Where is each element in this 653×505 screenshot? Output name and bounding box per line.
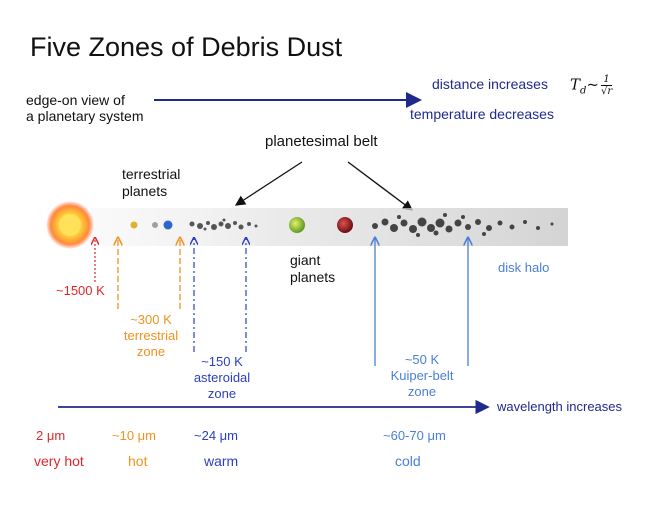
zone-asteroidal-line-2: zone <box>207 386 237 401</box>
view-label-line-2: a planetary system <box>26 108 144 124</box>
formula-op: ~ <box>586 75 599 94</box>
heat-cold: cold <box>395 453 421 469</box>
giant-planets-label: giant planets <box>290 252 335 286</box>
distance-label: distance increases <box>432 76 548 92</box>
terrestrial-planets-line-1: terrestrial <box>122 166 181 182</box>
zone-terrestrial-line-1: terrestrial <box>123 328 179 343</box>
heat-hot: hot <box>128 453 148 469</box>
terrestrial-planets-line-2: planets <box>122 183 168 199</box>
wavelength-warm: ~24 μm <box>194 428 238 443</box>
zone-kuiper: ~50 K Kuiper-belt zone <box>380 352 464 400</box>
zone-kuiper-temp: ~50 K <box>404 352 440 367</box>
formula-den: √r <box>601 86 613 97</box>
view-label-line-1: edge-on view of <box>26 92 125 108</box>
heat-very-hot: very hot <box>34 453 84 469</box>
formula-sub: d <box>580 85 587 97</box>
heat-warm: warm <box>204 453 239 469</box>
page-title: Five Zones of Debris Dust <box>30 32 343 62</box>
view-label: edge-on view of a planetary system <box>26 92 144 124</box>
formula-lhs: T <box>570 75 581 94</box>
disk-halo-label: disk halo <box>498 260 550 275</box>
disk-band <box>90 208 568 246</box>
wavelength-cold: ~60-70 μm <box>383 428 446 443</box>
giant-planets-line-1: giant <box>290 252 321 268</box>
giant-planet-green <box>289 217 305 233</box>
zone-terrestrial-line-2: zone <box>136 344 166 359</box>
asteroid-dust <box>189 218 258 231</box>
planet-1 <box>130 221 138 229</box>
terrestrial-planets-label: terrestrial planets <box>122 166 180 200</box>
wavelength-hot: ~10 μm <box>112 428 156 443</box>
planet-2 <box>152 222 158 228</box>
planetesimal-belt-label: planetesimal belt <box>265 133 378 150</box>
formula-num: 1 <box>601 74 613 86</box>
giant-planets-line-2: planets <box>290 269 336 285</box>
zone-terrestrial-temp: ~300 K <box>130 312 172 327</box>
giant-planet-red <box>337 217 353 233</box>
zone-1500k-temp: ~1500 K <box>56 283 105 298</box>
wavelength-label: wavelength increases <box>497 399 623 414</box>
zone-terrestrial: ~300 K terrestrial zone <box>112 312 190 360</box>
kuiper-dust <box>372 213 554 237</box>
planet-3 <box>163 220 173 230</box>
zone-kuiper-line-2: zone <box>407 384 437 399</box>
zone-kuiper-line-1: Kuiper-belt <box>390 368 454 383</box>
zone-asteroidal-line-1: asteroidal <box>193 370 251 385</box>
belt-pointer-left <box>234 161 303 206</box>
zone-asteroidal-temp: ~150 K <box>201 354 243 369</box>
temperature-label: temperature decreases <box>410 106 554 122</box>
wavelength-very-hot: 2 μm <box>36 428 66 443</box>
temperature-formula: Td~1√r <box>570 74 613 97</box>
belt-pointer-right <box>347 161 414 211</box>
zone-asteroidal: ~150 K asteroidal zone <box>186 354 258 402</box>
